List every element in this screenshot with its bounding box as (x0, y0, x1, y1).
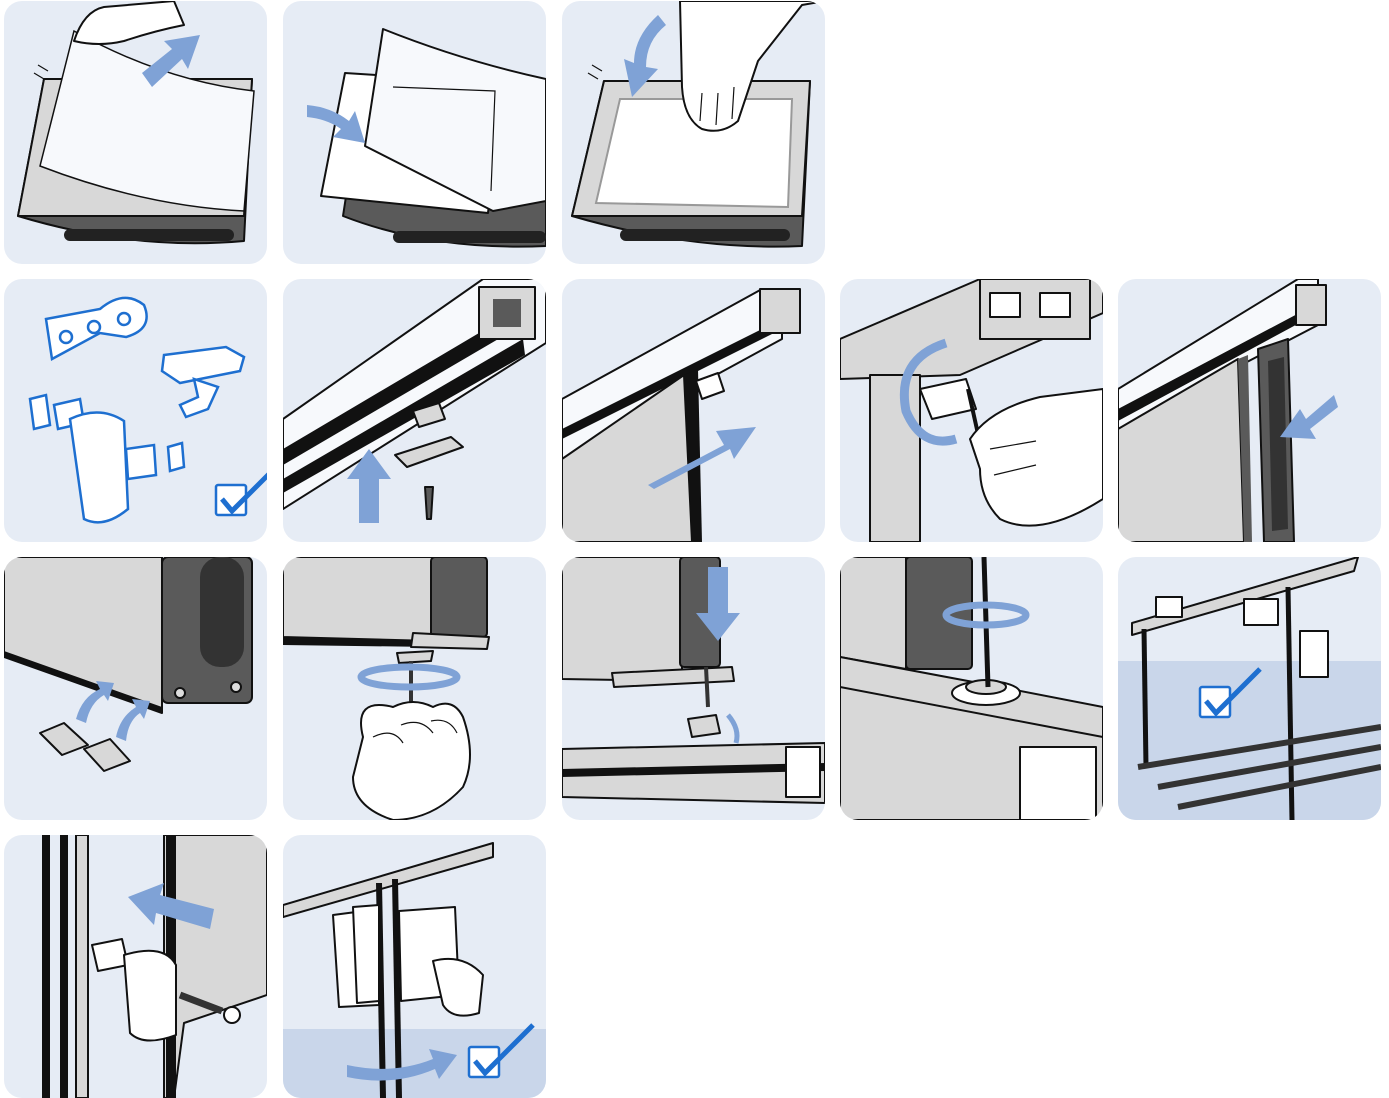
step-flip-panels-rotate-check (283, 835, 546, 1098)
step-turn-foot-screw-by-hand (283, 557, 546, 820)
step-lower-panel-onto-profile (562, 557, 825, 820)
step-lift-cover-film (4, 1, 267, 264)
step-mount-hinge (4, 835, 267, 1098)
step-tighten-with-hex-key (840, 279, 1103, 542)
step-insert-nuts-into-panel-bottom (4, 557, 267, 820)
step-insert-slot-nut-into-profile (283, 279, 546, 542)
step-attach-side-panel (1118, 279, 1381, 542)
step-parts-overview-check (4, 279, 267, 542)
step-assembled-frame-check (1118, 557, 1381, 820)
step-insert-sheet (283, 1, 546, 264)
step-slide-panel-into-profile (562, 279, 825, 542)
step-press-cover-film (562, 1, 825, 264)
step-fix-foot-with-key (840, 557, 1103, 820)
